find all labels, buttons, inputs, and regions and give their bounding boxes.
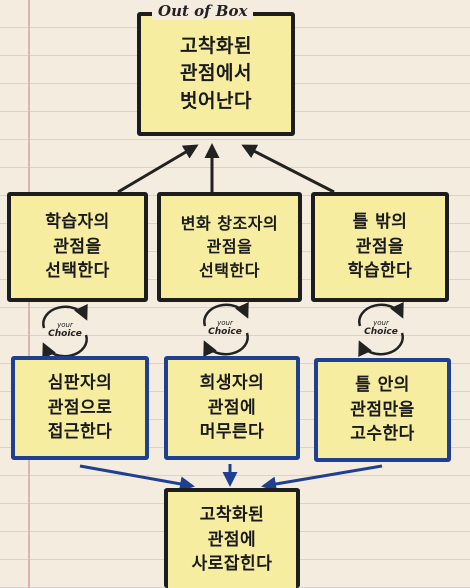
box-learner-perspective: 학습자의 관점을 선택한다 [7, 192, 148, 302]
box-outside-frame-text: 틀 밖의 관점을 학습한다 [347, 212, 413, 282]
top-box-text: 고착화된 관점에서 벗어난다 [180, 34, 252, 112]
out-of-box-title: Out of Box [152, 2, 254, 20]
cycle-arrow-center [203, 301, 249, 358]
arrow-right-to-bottom [261, 464, 383, 492]
box-change-creator-text: 변화 창조자의 관점을 선택한다 [180, 214, 279, 280]
cycle-arrow-right [358, 301, 404, 358]
box-inside-frame-perspective: 틀 안의 관점만을 고수한다 [314, 358, 451, 462]
box-learner-text: 학습자의 관점을 선택한다 [45, 212, 110, 282]
your-choice-label-center: your Choice [208, 319, 242, 337]
box-judge-perspective: 심판자의 관점으로 접근한다 [11, 356, 149, 460]
box-inside-frame-text: 틀 안의 관점만을 고수한다 [350, 375, 415, 445]
box-change-creator-perspective: 변화 창조자의 관점을 선택한다 [157, 192, 302, 302]
arrow-left-to-bottom [79, 464, 195, 492]
box-outside-frame-perspective: 틀 밖의 관점을 학습한다 [311, 192, 449, 302]
top-box-out-of-box: 고착화된 관점에서 벗어난다 [137, 12, 295, 136]
box-victim-perspective: 희생자의 관점에 머무른다 [164, 356, 300, 460]
box-judge-text: 심판자의 관점으로 접근한다 [47, 373, 113, 443]
arrow-right-to-top [241, 144, 335, 194]
your-choice-label-left: your Choice [48, 321, 82, 339]
cycle-arrow-left [42, 303, 88, 360]
your-choice-label-right: your Choice [364, 319, 398, 337]
arrow-left-to-top [117, 144, 199, 194]
bottom-box-text: 고착화된 관점에 사로잡힌다 [191, 505, 273, 575]
box-victim-text: 희생자의 관점에 머무른다 [199, 373, 265, 443]
bottom-box-fixed-perspective: 고착화된 관점에 사로잡힌다 [164, 488, 300, 588]
